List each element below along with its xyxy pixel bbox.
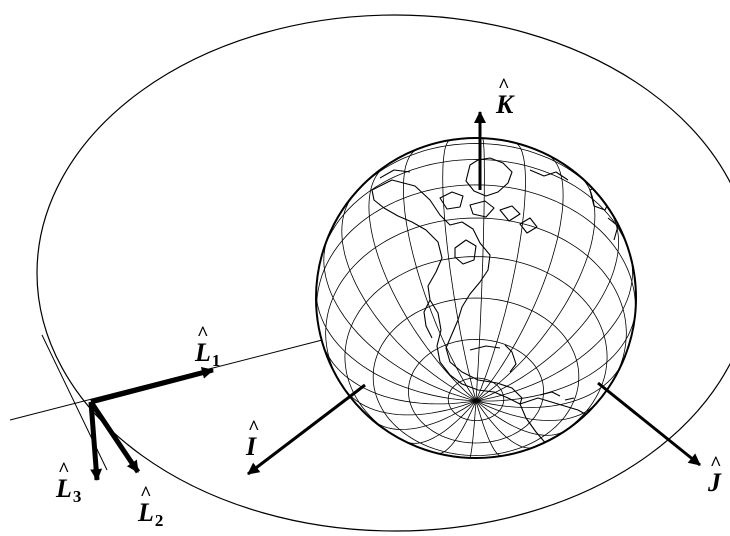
graticule-grid: [316, 138, 636, 458]
l3-axis-arrow: [88, 401, 103, 481]
hat-glyph: ^: [710, 453, 722, 475]
latitude-line: [323, 158, 629, 250]
label-l1-subscript: 1: [211, 351, 221, 370]
label-l3-letter: L: [56, 474, 72, 503]
label-l1-letter: L: [195, 338, 211, 367]
latitude-line: [358, 143, 594, 190]
meridian-line: [372, 400, 477, 430]
orbit-ellipse: [36, 14, 730, 532]
meridian-line: [475, 400, 501, 457]
label-j: ^ J: [708, 454, 722, 497]
label-i: ^ I: [246, 418, 260, 461]
meridian-line: [322, 344, 477, 405]
meridian-line: [469, 400, 477, 458]
meridian-line: [475, 213, 620, 402]
hat-glyph: ^: [498, 75, 510, 97]
meridian-line: [475, 142, 526, 401]
meridian-line: [402, 148, 477, 402]
hat-glyph: ^: [140, 483, 152, 505]
meridian-line: [475, 400, 533, 449]
meridian-line: [405, 400, 477, 444]
latitude-line: [325, 217, 627, 381]
label-i-letter: I: [246, 432, 257, 461]
label-k-letter: K: [496, 90, 514, 119]
meridian-line: [475, 138, 485, 401]
label-l2-subscript: 2: [154, 511, 164, 530]
meridian-line: [323, 239, 477, 402]
meridian-line: [368, 167, 477, 402]
l2-axis-arrow: [88, 400, 141, 474]
meridian-line: [475, 400, 596, 422]
meridian-line: [442, 139, 477, 401]
meridian-line: [316, 291, 477, 402]
label-j-letter: J: [708, 468, 721, 497]
meridian-line: [437, 400, 477, 454]
label-l3-subscript: 3: [72, 487, 82, 506]
meridian-line: [341, 194, 477, 402]
latitude-line: [344, 256, 608, 439]
latitude-line: [316, 184, 636, 314]
meridian-line: [475, 256, 633, 402]
label-l1: ^ L1: [195, 324, 221, 370]
meridian-line: [475, 309, 636, 402]
i-axis-arrow: [247, 383, 366, 476]
meridian-line: [475, 361, 624, 409]
earth-globe: [315, 137, 637, 459]
l1-axis-arrow: [90, 366, 214, 405]
label-l2: ^ L2: [138, 484, 164, 530]
hat-glyph: ^: [197, 323, 209, 345]
meridian-line: [342, 386, 477, 416]
hat-glyph: ^: [58, 459, 70, 481]
hat-glyph: ^: [248, 417, 260, 439]
meridian-line: [475, 400, 566, 436]
j-axis-arrow: [597, 381, 701, 467]
label-k: ^ K: [496, 76, 514, 119]
label-l3: ^ L3: [56, 460, 82, 506]
label-l2-letter: L: [138, 498, 154, 527]
